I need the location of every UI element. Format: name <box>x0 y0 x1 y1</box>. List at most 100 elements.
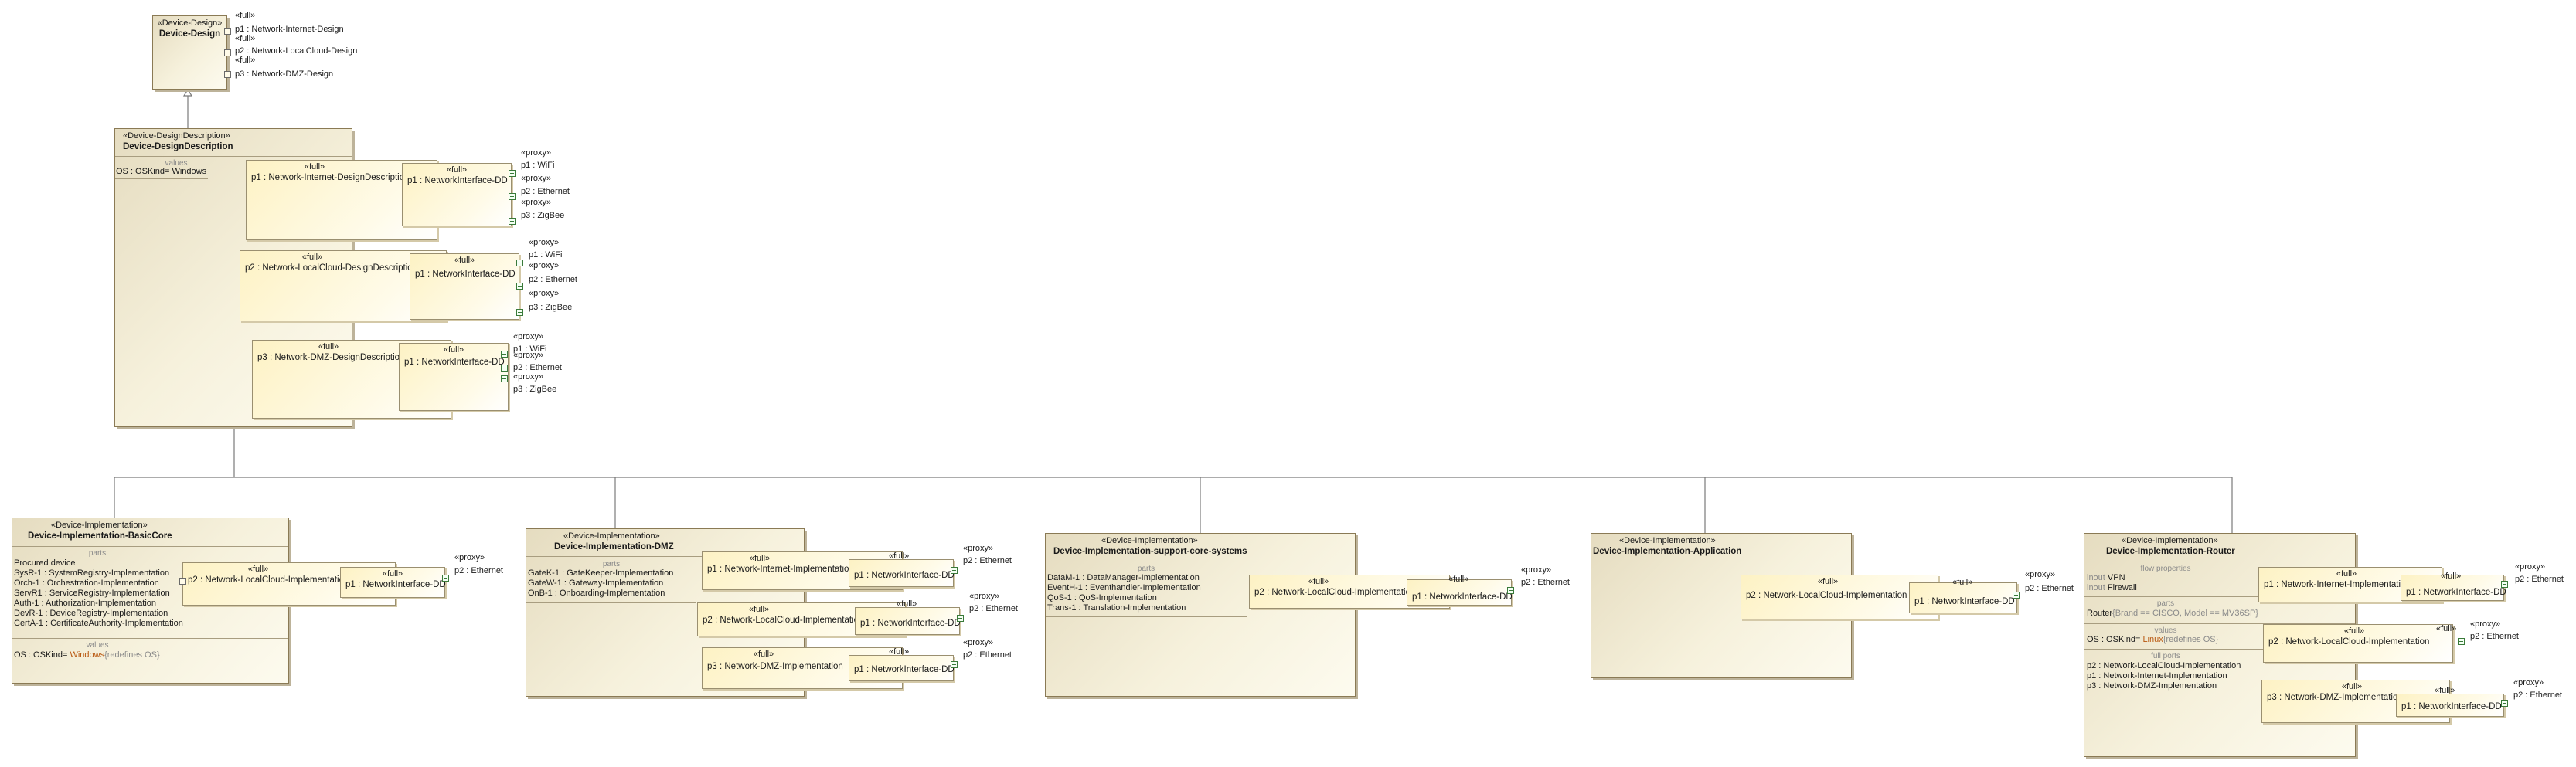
proxy-port[interactable] <box>2458 638 2465 645</box>
parts-header: parts <box>2156 599 2175 608</box>
proxy-port[interactable] <box>957 615 964 622</box>
port-stereotype: «proxy» <box>529 289 560 298</box>
network-interface-part[interactable]: p1 : NetworkInterface-DD <box>849 559 955 587</box>
support-core-block[interactable]: «Device-Implementation» Device-Implement… <box>1045 533 1356 697</box>
proxy-port[interactable] <box>516 260 523 266</box>
network-interface-part[interactable]: «full» p1 : NetworkInterface-DD <box>410 253 519 320</box>
proxy-port[interactable] <box>501 375 508 382</box>
device-design-block[interactable]: «Device-Design» Device-Design <box>152 15 227 90</box>
block-stereotype: «Device-Implementation» <box>51 521 148 530</box>
port-label: p2 : Ethernet <box>1521 578 1570 587</box>
port-stereotype: «proxy» <box>963 638 994 647</box>
full-port-entry: p3 : Network-DMZ-Implementation <box>2087 681 2217 691</box>
os-suffix: {redefines OS} <box>104 650 160 660</box>
network-interface-part[interactable]: «full» p1 : NetworkInterface-DD <box>399 343 509 411</box>
os-suffix: {redefines OS} <box>2163 635 2219 644</box>
router-part: Router{Brand == CISCO, Model == MV36SP} <box>2087 609 2258 619</box>
part-stereotype: «full» <box>247 565 269 574</box>
part-stereotype: «full» <box>382 569 403 579</box>
part-name: p1 : NetworkInterface-DD <box>1412 592 1513 602</box>
port-stereotype: «proxy» <box>513 351 544 360</box>
port-stereotype: «proxy» <box>1521 565 1552 575</box>
port[interactable] <box>179 578 186 585</box>
network-interface-part[interactable]: p1 : NetworkInterface-DD <box>2396 694 2504 717</box>
proxy-port[interactable] <box>442 575 449 582</box>
part-name: p3 : Network-DMZ-DesignDescription <box>257 353 405 362</box>
os-prefix: OS : OSKind= <box>14 650 70 660</box>
part-entry: EventH-1 : Eventhandler-Implementation <box>1047 583 1201 592</box>
os-kind: Linux <box>2142 635 2163 644</box>
part-stereotype: «full» <box>446 165 468 175</box>
proxy-port[interactable] <box>516 283 523 290</box>
port-label: p1 : WiFi <box>513 344 547 354</box>
block-stereotype: «Device-DesignDescription» <box>123 131 230 141</box>
part-name: p2 : Network-LocalCloud-Implementation <box>188 575 349 585</box>
part-entry: Orch-1 : Orchestration-Implementation <box>14 579 159 588</box>
proxy-port[interactable] <box>2501 581 2508 588</box>
port-label: p3 : ZigBee <box>521 211 565 220</box>
part-entry: OnB-1 : Onboarding-Implementation <box>528 589 665 598</box>
port-stereotype: «proxy» <box>2025 570 2056 579</box>
proxy-port[interactable] <box>951 567 958 574</box>
network-part[interactable]: «full» p2 : Network-LocalCloud-Implement… <box>2263 624 2453 663</box>
router-part-name: Router <box>2087 609 2113 618</box>
network-interface-part[interactable]: p1 : NetworkInterface-DD <box>2401 575 2506 601</box>
proxy-port[interactable] <box>2013 592 2020 599</box>
compartment-divider <box>526 602 696 603</box>
values-header: values <box>86 641 109 650</box>
network-interface-part[interactable]: p1 : NetworkInterface-DD <box>1407 579 1513 606</box>
block-name: Device-Implementation-DMZ <box>554 542 674 551</box>
port-label: p3 : ZigBee <box>529 303 573 312</box>
proxy-port[interactable] <box>501 365 508 372</box>
proxy-port[interactable] <box>951 661 958 668</box>
os-kind: Windows <box>70 650 105 660</box>
block-stereotype: «Device-Design» <box>157 19 223 28</box>
part-name: p2 : Network-LocalCloud-Implementation <box>1254 588 1416 597</box>
part-name: p1 : Network-Internet-Implementation <box>707 565 854 574</box>
part-stereotype: «full» <box>2336 569 2357 579</box>
os-value: OS : OSKind= Windows{redefines OS} <box>14 650 160 660</box>
port[interactable] <box>224 49 231 56</box>
port-label: p2 : Ethernet <box>454 566 503 575</box>
network-interface-part[interactable]: «full» p1 : NetworkInterface-DD <box>402 163 512 226</box>
proxy-port[interactable] <box>509 170 516 177</box>
port-label: p2 : Ethernet <box>521 187 570 196</box>
part-entry: DataM-1 : DataManager-Implementation <box>1047 573 1200 582</box>
flow-property: inout Firewall <box>2087 583 2137 593</box>
flow-name: Firewall <box>2107 583 2137 592</box>
port-label: p3 : ZigBee <box>513 385 557 394</box>
part-stereotype: «full» <box>443 345 464 355</box>
part-name: p1 : NetworkInterface-DD <box>854 571 955 580</box>
block-stereotype: «Device-Implementation» <box>563 531 660 541</box>
port-label: p2 : Ethernet <box>513 363 562 372</box>
port-label: p3 : Network-DMZ-Design <box>235 70 334 79</box>
port[interactable] <box>224 28 231 35</box>
proxy-port[interactable] <box>1507 587 1514 594</box>
network-interface-part[interactable]: p1 : NetworkInterface-DD <box>849 655 955 681</box>
part-stereotype: «full» <box>1308 577 1329 586</box>
port-label: p2 : Ethernet <box>2513 691 2562 700</box>
part-entry: QoS-1 : QoS-Implementation <box>1047 593 1157 602</box>
network-interface-part[interactable]: p1 : NetworkInterface-DD <box>855 607 961 635</box>
compartment-divider <box>115 156 352 157</box>
port-stereotype: «proxy» <box>2515 562 2546 572</box>
block-stereotype: «Device-Implementation» <box>1619 536 1716 545</box>
part-name: p1 : NetworkInterface-DD <box>854 665 955 674</box>
port-label: p1 : Network-Internet-Design <box>235 25 344 34</box>
proxy-port[interactable] <box>516 309 523 316</box>
compartment-divider <box>2084 596 2355 597</box>
parts-header: parts <box>602 560 621 568</box>
part-stereotype: «full» <box>897 599 917 609</box>
proxy-port[interactable] <box>509 218 516 225</box>
full-port-entry: p1 : Network-Internet-Implementation <box>2087 671 2227 680</box>
proxy-port[interactable] <box>2501 700 2508 707</box>
router-constraint: {Brand == CISCO, Model == MV36SP} <box>2112 609 2258 618</box>
compartment-divider <box>2084 623 2355 624</box>
port[interactable] <box>224 71 231 78</box>
values-header: values <box>165 159 188 168</box>
proxy-port[interactable] <box>501 351 508 358</box>
network-part[interactable]: «full» p2 : Network-LocalCloud-Implement… <box>1741 575 1938 619</box>
part-stereotype: «full» <box>2435 686 2455 695</box>
proxy-port[interactable] <box>509 193 516 200</box>
network-interface-part[interactable]: «full» p1 : NetworkInterface-DD <box>340 567 446 598</box>
